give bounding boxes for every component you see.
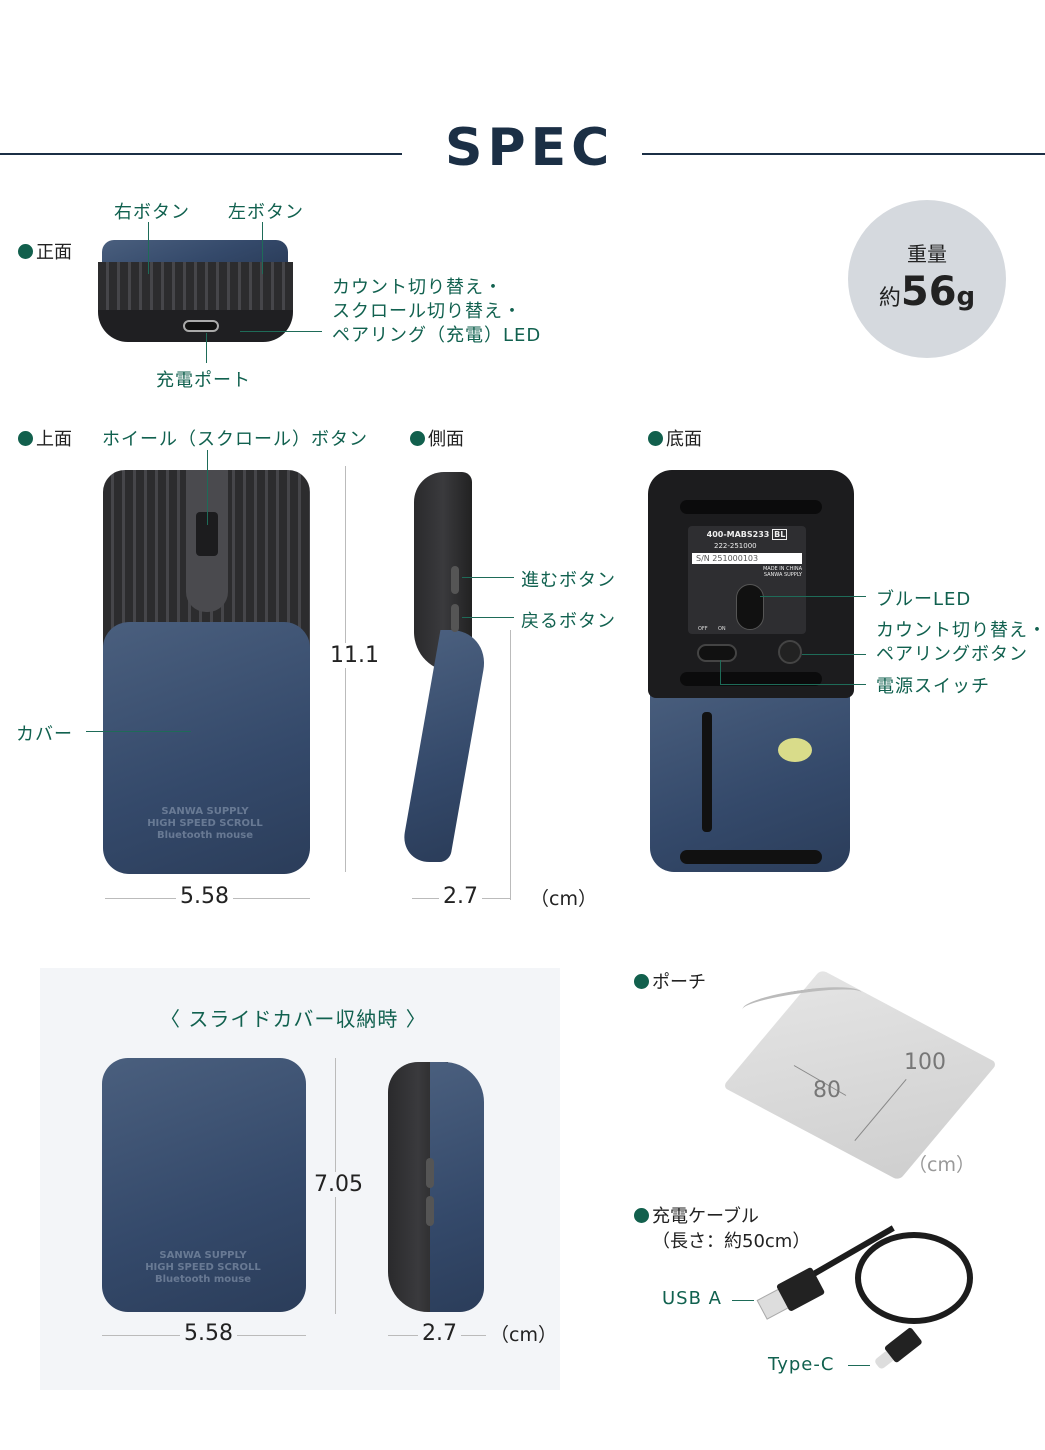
pouch-height: 100 [904,1050,946,1075]
stored-unit: （cm） [490,1324,557,1346]
pouch-unit: （cm） [908,1154,975,1176]
leader-line [462,577,514,578]
section-side: 側面 [410,425,464,451]
foot-bottom [680,672,822,686]
print-line: HIGH SPEED SCROLL [147,818,263,829]
blue-led-label: ブルーLED [876,589,972,610]
leader-line [207,450,208,525]
leader-line [848,1365,870,1366]
leader-line [732,1300,754,1301]
section-bottom: 底面 [648,425,702,451]
weight-prefix: 約 [878,286,901,311]
pair-button-label-2: ペアリングボタン [876,644,1028,665]
side-depth: 2.7 [439,884,482,909]
unit-label: （cm） [530,888,597,910]
title-rule-right [642,153,1045,155]
optical-sensor [736,584,764,630]
leader-line [760,596,866,597]
stored-heading: 〈 スライドカバー収納時 〉 [160,1007,427,1031]
on-label: ON [718,626,726,632]
power-switch [697,644,737,662]
leader-line [720,660,721,684]
pouch-width: 80 [813,1078,841,1103]
stored-side-cover [430,1062,484,1312]
top-width: 5.58 [176,884,233,909]
wheel-label: ホイール（スクロール）ボタン [102,429,368,450]
leader-line [148,222,149,274]
weight-value: 56 [900,269,957,315]
pairing-button [778,640,802,664]
print-line: SANWA SUPPLY [161,806,249,817]
weight-badge: 重量 約56g [848,200,1006,358]
page-title: SPEC [445,118,615,178]
leader-line [262,222,263,274]
side-button-forward [451,566,459,594]
section-pouch: ポーチ [634,968,706,994]
top-length: 11.1 [326,643,383,668]
print-line: Bluetooth mouse [155,1274,251,1285]
front-view-cover [102,240,288,266]
cover-label: カバー [16,724,73,745]
section-top: 上面 [18,425,72,451]
leader-line [206,333,207,363]
print-line: HIGH SPEED SCROLL [145,1262,261,1273]
side-button [426,1196,434,1226]
reg-number: 222-251000 [714,542,757,550]
stored-width: 5.58 [180,1321,237,1346]
type-c-connector [871,1326,923,1374]
usb-c-port [183,320,219,332]
usb-a-connector [755,1266,826,1324]
weight-unit: g [956,282,976,312]
cable-loop [855,1232,973,1324]
bottom-view-cover [650,680,850,872]
dimension-line [510,630,511,900]
forward-button-label: 進むボタン [521,570,616,591]
made-in: MADE IN CHINA [762,566,802,572]
stored-depth: 2.7 [418,1321,461,1346]
power-switch-label: 電源スイッチ [876,676,990,697]
bottom-slot [702,712,712,832]
weight-label: 重量 [907,242,947,266]
leader-line [240,331,322,332]
top-view-cover [103,622,310,874]
side-view-cover [399,630,491,862]
cable-length: （長さ：約50cm） [652,1231,811,1252]
model-suffix: BL [772,529,788,540]
back-button-label: 戻るボタン [521,611,616,632]
stored-height: 7.05 [310,1172,367,1197]
print-line: Bluetooth mouse [157,830,253,841]
stored-front-view [102,1058,306,1312]
serial-number: S/N 251000103 [692,553,802,564]
right-button-label: 右ボタン [114,202,190,223]
section-cable: 充電ケーブル [634,1202,759,1228]
type-c-label: Type-C [768,1354,835,1375]
print-line: SANWA SUPPLY [159,1250,247,1261]
sticker [778,738,812,762]
wheel-button [196,512,218,556]
section-front: 正面 [18,238,72,264]
leader-line [86,731,191,732]
dimension-line [345,466,346,872]
pair-button-label-1: カウント切り替え・ [876,620,1045,641]
brand-mark: SANWA SUPPLY [763,572,802,578]
front-view-body [98,262,293,312]
charge-port-label: 充電ポート [156,370,251,391]
off-label: OFF [698,626,708,632]
led-label-1: カウント切り替え・ [332,277,503,298]
cover-foot [680,850,822,864]
leader-line [720,684,866,685]
foot-top [680,500,822,514]
led-label-2: スクロール切り替え・ [332,301,522,322]
led-label-3: ペアリング（充電）LED [332,325,542,346]
left-button-label: 左ボタン [228,202,304,223]
leader-line [462,617,514,618]
side-button [426,1158,434,1188]
leader-line [802,654,866,655]
model-number: 400-MABS233 [706,530,770,539]
title-rule-left [0,153,402,155]
usb-a-label: USB A [662,1288,722,1309]
side-button-back [451,604,459,632]
